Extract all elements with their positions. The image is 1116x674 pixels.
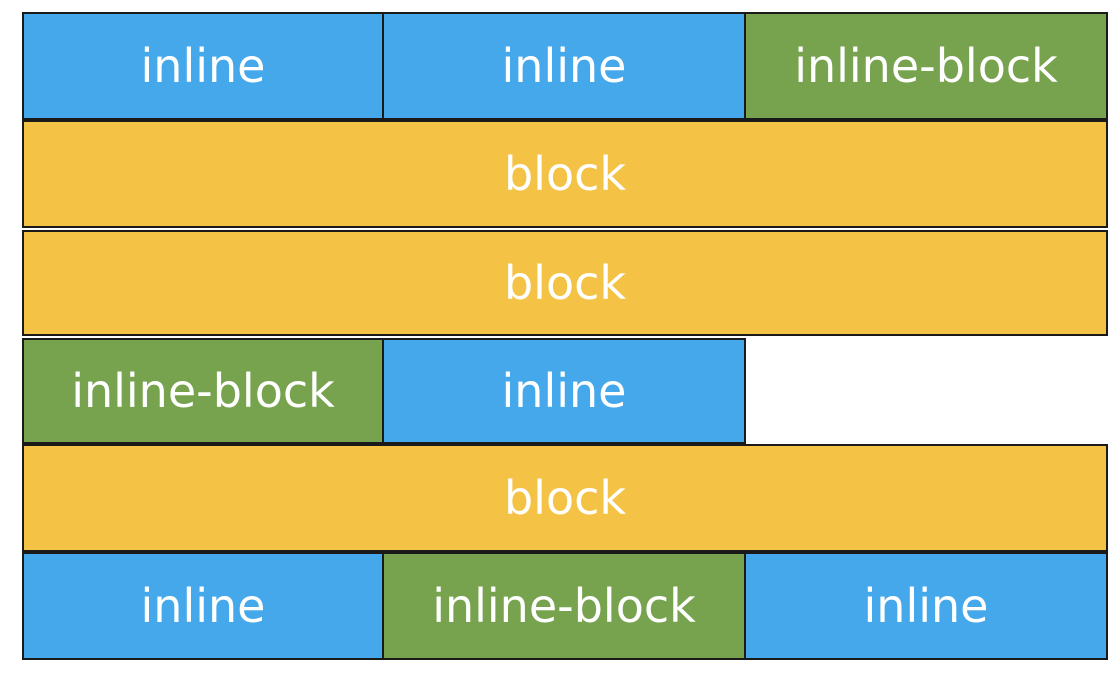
- inline-block-box: inline-block: [744, 12, 1108, 120]
- inline-box: inline: [382, 338, 746, 444]
- box-label: inline-block: [794, 39, 1058, 93]
- block-box: block: [22, 230, 1108, 336]
- box-label: block: [503, 256, 627, 310]
- box-label: inline: [501, 39, 627, 93]
- block-box: block: [22, 120, 1108, 228]
- inline-box: inline: [22, 552, 384, 660]
- inline-block-box: inline-block: [382, 552, 746, 660]
- inline-box: inline: [22, 12, 384, 120]
- inline-box: inline: [382, 12, 746, 120]
- box-label: inline: [140, 579, 266, 633]
- box-label: inline: [501, 364, 627, 418]
- box-label: block: [503, 147, 627, 201]
- box-label: inline-block: [71, 364, 335, 418]
- box-label: inline: [863, 579, 989, 633]
- box-label: inline: [140, 39, 266, 93]
- box-label: inline-block: [432, 579, 696, 633]
- block-box: block: [22, 444, 1108, 552]
- inline-block-box: inline-block: [22, 338, 384, 444]
- box-label: block: [503, 471, 627, 525]
- inline-box: inline: [744, 552, 1108, 660]
